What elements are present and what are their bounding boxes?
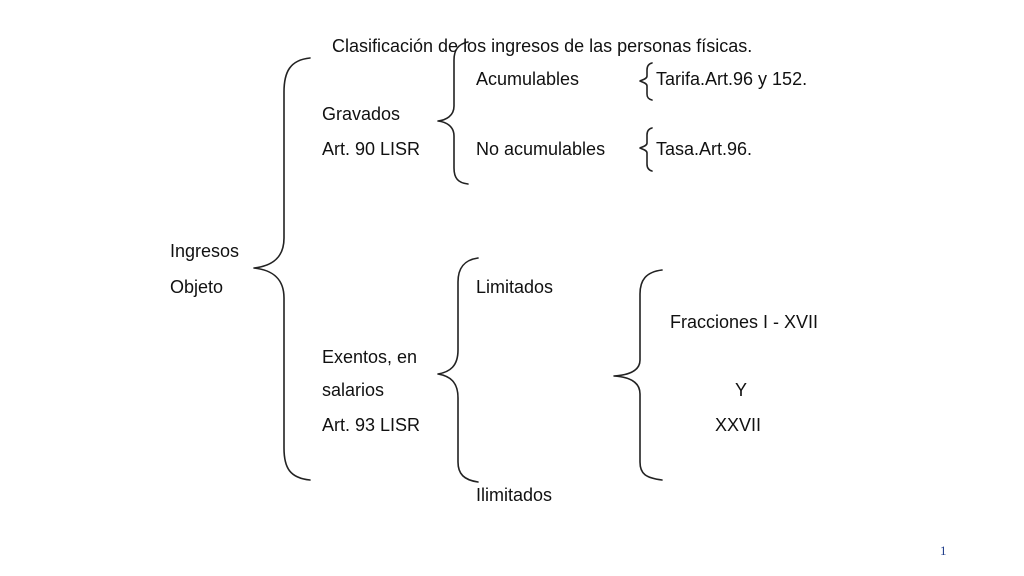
ilimitados-label: Ilimitados — [476, 485, 553, 505]
acumulables-brace — [639, 62, 653, 101]
fracciones-line2: Y — [735, 380, 748, 400]
acumulables-label: Acumulables — [476, 69, 580, 89]
exentos-label-line1: Exentos, en — [322, 347, 418, 367]
root-label-line2: Objeto — [170, 277, 224, 297]
page-number: 1 — [940, 543, 947, 558]
main-brace — [253, 57, 311, 481]
exentos-label-line2: salarios — [322, 380, 385, 400]
gravados-label-line2: Art. 90 LISR — [322, 139, 421, 159]
exentos-label-line3: Art. 93 LISR — [322, 415, 421, 435]
limitados-label: Limitados — [476, 277, 554, 297]
no-acumulables-label: No acumulables — [476, 139, 606, 159]
no-acumulables-brace — [639, 127, 653, 172]
diagram-title: Clasificación de los ingresos de las per… — [332, 36, 753, 56]
gravados-brace — [437, 41, 469, 185]
no-acumulables-detail: Tasa.Art.96. — [656, 139, 753, 159]
root-label-line1: Ingresos — [170, 241, 240, 261]
fracciones-line1: Fracciones I - XVII — [670, 312, 819, 332]
fracciones-line3: XXVII — [715, 415, 762, 435]
exentos-brace — [437, 257, 479, 483]
limitados-brace — [613, 269, 663, 481]
gravados-label-line1: Gravados — [322, 104, 401, 124]
acumulables-detail: Tarifa.Art.96 y 152. — [656, 69, 808, 89]
